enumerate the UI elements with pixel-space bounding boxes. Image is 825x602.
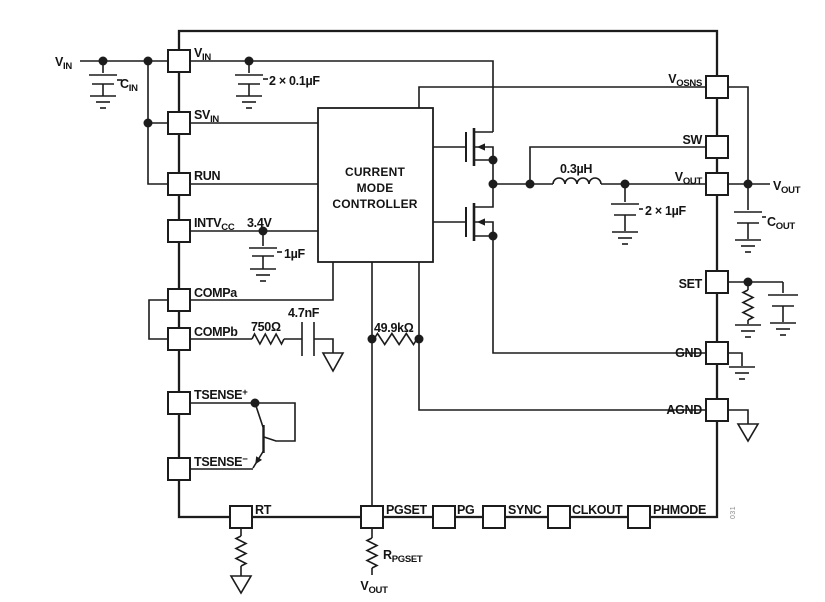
pin-box-tsense-plus [167, 391, 191, 415]
pin-label-vout: VOUT [675, 170, 703, 187]
pin-box-tsense-minus [167, 457, 191, 481]
pin-label-svin: SVIN [194, 108, 219, 125]
pin-label-sync: SYNC [508, 503, 542, 517]
pin-label-agnd: AGND [666, 403, 702, 417]
pin-box-intvcc [167, 219, 191, 243]
pin-box-vin [167, 49, 191, 73]
pin-label-intvcc: INTVCC [194, 216, 235, 233]
component-label-comp-capacitor: 4.7nF [288, 306, 320, 320]
pin-box-compb [167, 327, 191, 351]
pgset-divider-network [371, 262, 706, 506]
pin-box-sync [482, 505, 506, 529]
pin-box-svin [167, 111, 191, 135]
pin-box-pgset [360, 505, 384, 529]
pin-label-run: RUN [194, 169, 220, 183]
pin-box-gnd [705, 341, 729, 365]
pin-box-phmode [627, 505, 651, 529]
pin-box-sw [705, 135, 729, 159]
svin-run-wires [190, 122, 318, 185]
controller-block-line2: MODE [357, 181, 394, 195]
gnd-agnd-external [728, 352, 760, 443]
pin-box-rt [229, 505, 253, 529]
pin-label-phmode: PHMODE [653, 503, 706, 517]
comp-network [148, 262, 345, 373]
rt-network [229, 528, 253, 595]
vosns-wire [418, 86, 749, 184]
net-label-rpgset-bottom: VOUT [360, 579, 388, 596]
component-label-inductor: 0.3µH [560, 162, 592, 176]
pin-label-tsense-minus: TSENSE− [194, 454, 248, 469]
pin-label-vin: VIN [194, 46, 211, 63]
pin-box-pg [432, 505, 456, 529]
pin-box-clkout [547, 505, 571, 529]
component-label-input-bypass-cap: 2 × 0.1µF [269, 74, 320, 88]
pin-label-vosns: VOSNS [668, 72, 702, 89]
component-label-comp-resistor: 750Ω [251, 320, 281, 334]
pin-box-vosns [705, 75, 729, 99]
input-network [80, 60, 168, 185]
pin-box-set [705, 270, 729, 294]
set-network [728, 281, 798, 338]
bjt-emitter-arrow-icon [255, 456, 262, 465]
pin-box-run [167, 172, 191, 196]
intvcc-network [190, 230, 318, 282]
pin-label-clkout: CLKOUT [572, 503, 623, 517]
component-label-cout: COUT [767, 215, 795, 232]
component-label-pgset-divider-resistor: 49.9kΩ [374, 321, 414, 335]
controller-block-line1: CURRENT [345, 165, 406, 179]
net-label-vin-input: VIN [55, 55, 72, 72]
junction-dots [98, 56, 753, 408]
output-filter [530, 177, 706, 245]
labels: CURRENT MODE CONTROLLER VIN CIN 2 × 0.1µ… [55, 46, 801, 596]
pin-label-pgset: PGSET [386, 503, 428, 517]
pin-box-agnd [705, 398, 729, 422]
rpgset-network [365, 528, 379, 575]
pin-label-set: SET [679, 277, 703, 291]
component-label-intvcc-voltage: 3.4V [247, 216, 272, 230]
pin-label-rt: RT [255, 503, 272, 517]
pin-label-gnd: GND [675, 346, 702, 360]
top-fet-body-arrow-icon [477, 143, 485, 151]
pin-box-vout [705, 172, 729, 196]
controller-block-line3: CONTROLLER [332, 197, 417, 211]
pin-box-compa [167, 288, 191, 312]
pin-label-compa: COMPa [194, 286, 238, 300]
component-label-cin: CIN [120, 77, 138, 94]
component-label-rpgset: RPGSET [383, 548, 423, 565]
component-label-intvcc-cap: 1µF [284, 247, 306, 261]
pin-boxes [167, 49, 729, 529]
net-label-vout-output: VOUT [773, 179, 801, 196]
pin-label-pg: PG [457, 503, 474, 517]
controller-block [317, 107, 434, 263]
pin-label-compb: COMPb [194, 325, 238, 339]
component-label-output-local-cap: 2 × 1µF [645, 204, 687, 218]
bottom-fet-body-arrow-icon [477, 218, 485, 226]
figure-id: 031 [730, 506, 737, 519]
pin-label-tsense-plus: TSENSE+ [194, 387, 248, 402]
pin-label-sw: SW [682, 133, 702, 147]
